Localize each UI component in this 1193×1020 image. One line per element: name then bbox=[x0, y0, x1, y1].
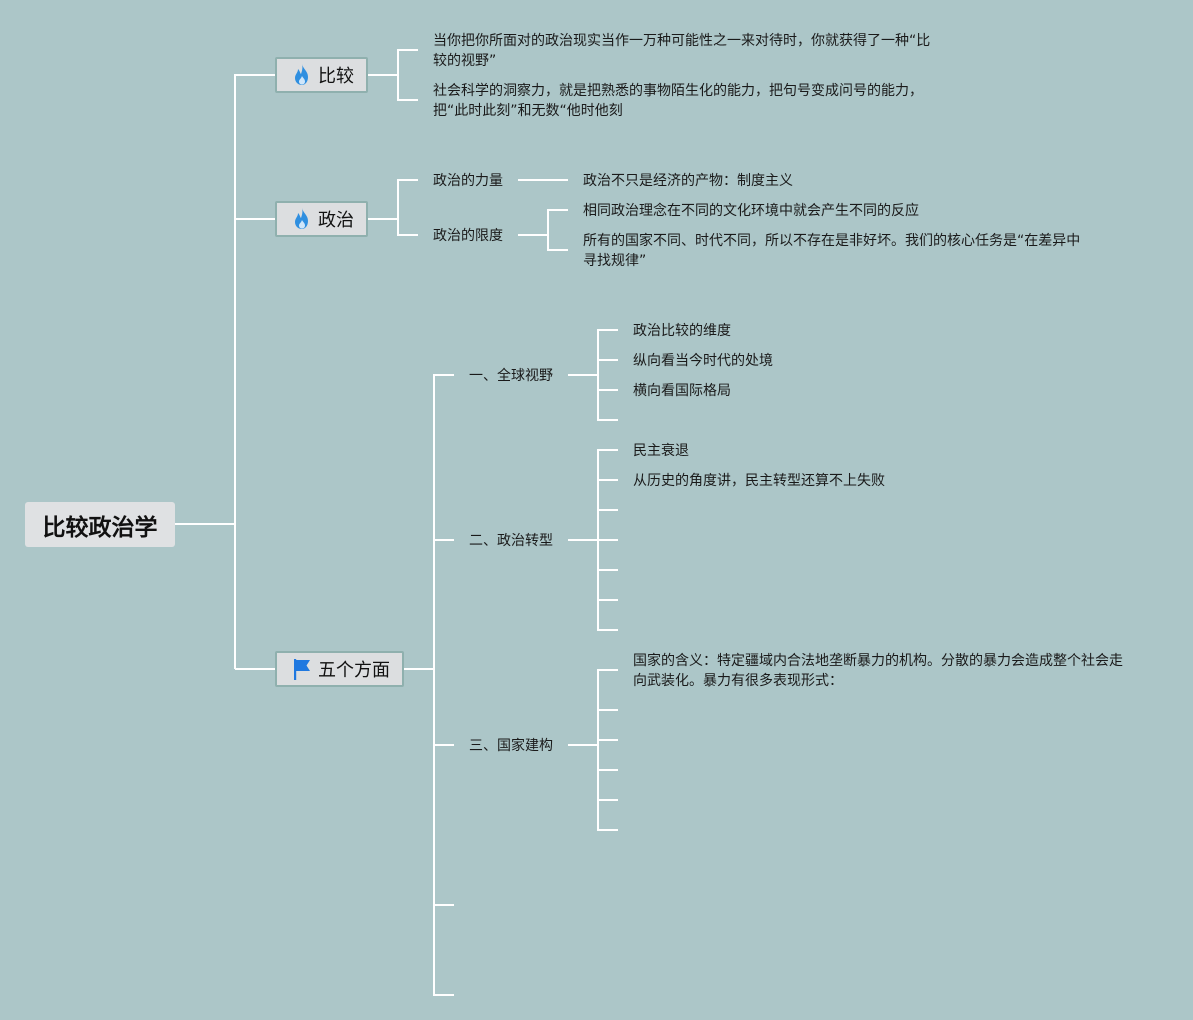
topic-political-transition[interactable]: 二、政治转型 bbox=[469, 533, 553, 549]
politics-limits-label[interactable]: 政治的限度 bbox=[433, 228, 503, 244]
topic2-item-2: 从历史的角度讲，民主转型还算不上失败 bbox=[633, 473, 885, 489]
topic-global-view[interactable]: 一、全球视野 bbox=[469, 368, 553, 384]
root-topic-label: 比较政治学 bbox=[42, 514, 158, 541]
branch-politics[interactable]: 政治 bbox=[275, 201, 368, 237]
flag-icon bbox=[291, 657, 313, 681]
connector-five-spine bbox=[433, 374, 454, 996]
fire-icon bbox=[291, 207, 313, 231]
politics-limits-detail-2: 所有的国家不同、时代不同，所以不存在是非好坏。我们的核心任务是“在差异中寻找规律… bbox=[583, 233, 1081, 269]
branch-five-label: 五个方面 bbox=[318, 660, 390, 681]
politics-limits-detail-1: 相同政治理念在不同的文化环境中就会产生不同的反应 bbox=[583, 203, 919, 219]
branch-five-aspects[interactable]: 五个方面 bbox=[275, 651, 404, 687]
connector-topic3-bracket bbox=[597, 669, 618, 831]
compare-note-2: 社会科学的洞察力，就是把熟悉的事物陌生化的能力，把句号变成问号的能力，把“此时此… bbox=[433, 83, 923, 119]
topic3-item-1: 国家的含义：特定疆域内合法地垄断暴力的机构。分散的暴力会造成整个社会走向武装化。… bbox=[633, 653, 1123, 689]
topic1-item-2: 纵向看当今时代的处境 bbox=[633, 353, 773, 369]
topic1-item-3: 横向看国际格局 bbox=[633, 383, 731, 399]
connector-topic1-bracket bbox=[597, 329, 618, 421]
branch-politics-label: 政治 bbox=[318, 210, 354, 231]
root-topic[interactable]: 比较政治学 bbox=[25, 502, 175, 547]
compare-note-1: 当你把你所面对的政治现实当作一万种可能性之一来对待时，你就获得了一种“比较的视野… bbox=[433, 33, 931, 69]
branch-compare[interactable]: 比较 bbox=[275, 57, 368, 93]
politics-power-detail: 政治不只是经济的产物：制度主义 bbox=[583, 173, 793, 189]
topic2-item-1: 民主衰退 bbox=[633, 443, 689, 459]
topic1-item-1: 政治比较的维度 bbox=[633, 323, 731, 339]
branch-compare-label: 比较 bbox=[318, 66, 354, 87]
connector-compare-bracket bbox=[397, 49, 418, 101]
connector-limits-bracket bbox=[547, 209, 568, 251]
topic-state-building[interactable]: 三、国家建构 bbox=[469, 738, 553, 754]
politics-power-label[interactable]: 政治的力量 bbox=[433, 173, 503, 189]
fire-icon bbox=[291, 63, 313, 87]
connector-politics-bracket bbox=[397, 179, 418, 236]
